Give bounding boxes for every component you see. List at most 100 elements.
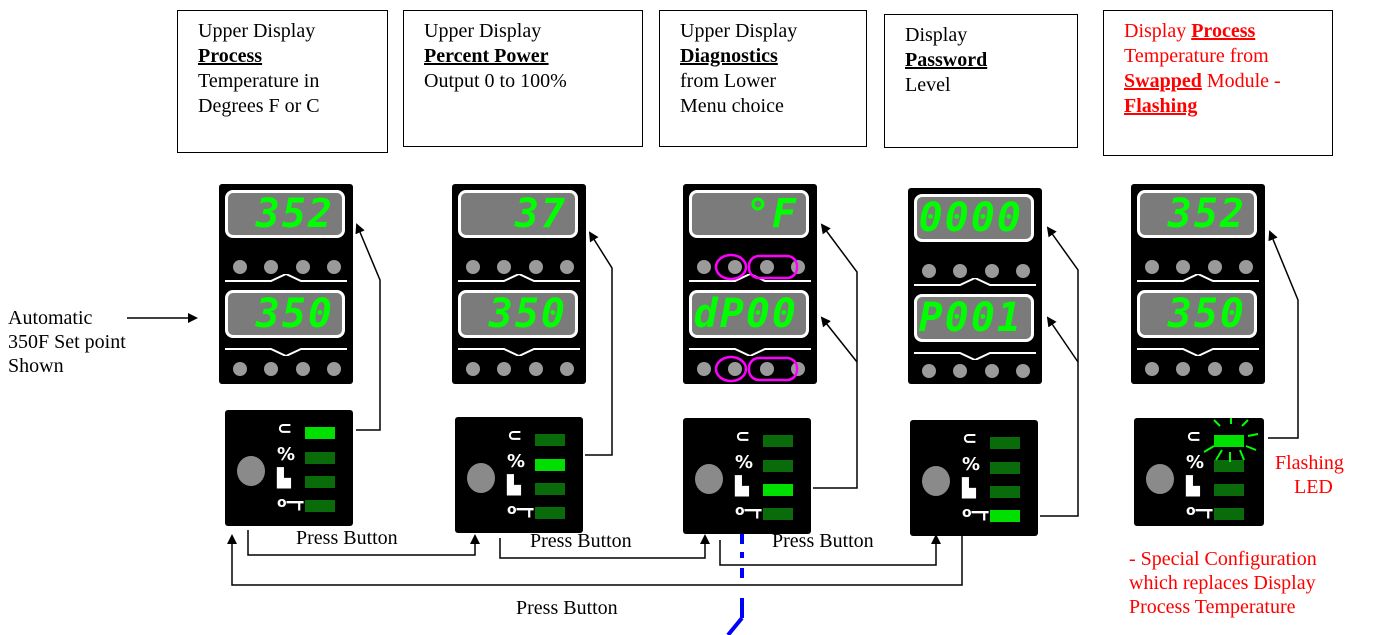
thermometer-icon: ⊂: [735, 426, 751, 447]
indicator-dots: [233, 260, 341, 274]
indicator-dots: [922, 264, 1030, 278]
scroll-button[interactable]: [1146, 464, 1174, 494]
display-panel-3: °F dP00: [683, 184, 817, 384]
box-line: Temperature from: [1124, 45, 1269, 67]
thermometer-icon: ⊂: [1186, 426, 1202, 447]
control-panel-5: ⊂ % ▙ o━┳: [1134, 418, 1264, 526]
folder-icon: ▙: [1186, 476, 1200, 497]
box-line: Upper Display: [424, 20, 542, 42]
folder-icon: ▙: [277, 468, 291, 489]
folder-icon: ▙: [735, 476, 749, 497]
upper-readout: 0000: [918, 195, 1023, 241]
led-process: [990, 437, 1020, 449]
desc-box-percent-power: Upper Display Percent Power Output 0 to …: [403, 10, 643, 147]
press-button-label-2: Press Button: [530, 530, 632, 552]
shown-label: Shown: [8, 355, 64, 377]
lower-readout: dP00: [693, 291, 798, 337]
separator: [225, 348, 347, 356]
lower-display: dP00: [689, 290, 809, 338]
scroll-button[interactable]: [467, 463, 495, 493]
box-keyword: Swapped: [1124, 70, 1202, 92]
display-panel-4: 0000 P001: [908, 188, 1042, 384]
lower-display: P001: [914, 294, 1034, 342]
note-line-2: which replaces Display: [1129, 572, 1316, 594]
led-process: [305, 427, 335, 439]
box-keyword: Flashing: [1124, 95, 1198, 117]
key-icon: o━┳: [735, 503, 762, 519]
led-password: [535, 507, 565, 519]
upper-display: 352: [225, 190, 345, 238]
separator: [914, 278, 1036, 286]
led-process: [1214, 435, 1244, 447]
desc-box-diagnostics: Upper Display Diagnostics from Lower Men…: [659, 10, 867, 147]
scroll-button[interactable]: [695, 464, 723, 494]
led-power: [305, 452, 335, 464]
flashing-label: Flashing: [1275, 452, 1344, 474]
led-diagnostics: [763, 484, 793, 496]
box-line: Upper Display: [198, 20, 316, 42]
thermometer-icon: ⊂: [507, 425, 523, 446]
lower-display: 350: [1137, 290, 1257, 338]
box-line: from Lower: [680, 70, 777, 92]
percent-icon: %: [735, 452, 754, 473]
led-password: [990, 510, 1020, 522]
upper-readout: 352: [255, 191, 334, 237]
separator: [458, 348, 580, 356]
led-diagnostics: [305, 476, 335, 488]
upper-readout: 352: [1167, 191, 1246, 237]
flash-rays-icon: [1203, 418, 1259, 462]
box-keyword: Process: [198, 45, 263, 67]
indicator-dots: [1145, 362, 1253, 376]
box-text: Module -: [1201, 70, 1281, 92]
upper-display: 37: [458, 190, 578, 238]
upper-display: 352: [1137, 190, 1257, 238]
indicator-dots: [233, 362, 341, 376]
highlight-rings: [714, 253, 799, 383]
box-line: Display Process: [1124, 19, 1326, 44]
led-password: [1214, 508, 1244, 520]
led-process: [763, 435, 793, 447]
box-line: Output 0 to 100%: [424, 70, 567, 92]
percent-icon: %: [277, 444, 296, 465]
led-power: [535, 459, 565, 471]
box-line: Degrees F or C: [198, 95, 320, 117]
led-power: [1214, 460, 1244, 472]
display-panel-2: 37 350: [452, 184, 586, 384]
scroll-button[interactable]: [237, 456, 265, 486]
display-panel-5: 352 350: [1131, 184, 1265, 384]
upper-readout: °F: [745, 191, 798, 237]
lower-display: 350: [225, 290, 345, 338]
desc-box-password: Display Password Level: [884, 14, 1078, 148]
automatic-label: Automatic: [8, 307, 93, 329]
separator: [1137, 348, 1259, 356]
led-password: [763, 508, 793, 520]
scroll-button[interactable]: [922, 466, 950, 496]
folder-icon: ▙: [507, 475, 521, 496]
thermometer-icon: ⊂: [277, 418, 293, 439]
led-process: [535, 434, 565, 446]
lower-readout: 350: [255, 291, 334, 337]
key-icon: o━┳: [277, 495, 304, 511]
lower-readout: P001: [918, 295, 1023, 341]
control-panel-1: ⊂ % ▙ o━┳: [225, 410, 353, 526]
upper-readout: 37: [514, 191, 567, 237]
indicator-dots: [466, 260, 574, 274]
led-password: [305, 500, 335, 512]
indicator-dots: [697, 362, 805, 376]
thermometer-icon: ⊂: [962, 428, 978, 449]
box-line: Display: [905, 24, 968, 46]
percent-icon: %: [1186, 452, 1205, 473]
control-panel-4: ⊂ % ▙ o━┳: [910, 420, 1038, 536]
led-power: [763, 460, 793, 472]
box-line: Temperature in: [198, 70, 320, 92]
separator: [689, 348, 811, 356]
press-button-label-1: Press Button: [296, 527, 398, 549]
lower-display: 350: [458, 290, 578, 338]
control-panel-3: ⊂ % ▙ o━┳: [683, 418, 811, 534]
box-line: Level: [905, 74, 951, 96]
box-keyword: Percent Power: [424, 45, 549, 67]
key-icon: o━┳: [1186, 503, 1213, 519]
box-text: Display: [1124, 20, 1187, 42]
note-line-1: - Special Configuration: [1129, 548, 1317, 570]
